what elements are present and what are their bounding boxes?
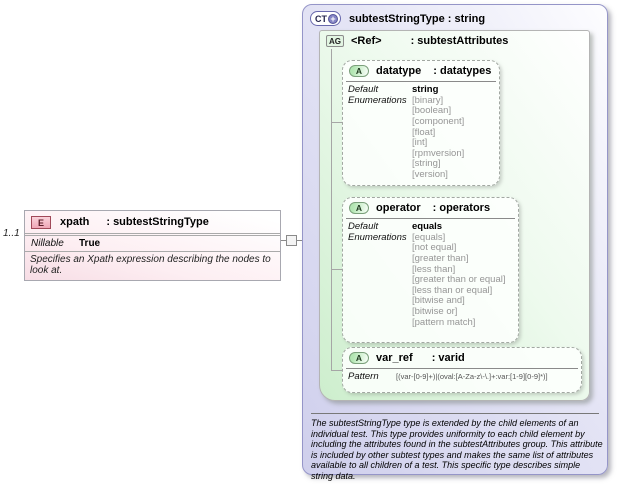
cardinality-label: 1..1 [3,228,20,239]
attribute-facets: Pattern [(var-[0-9]+)|(oval:[A-Za-z\-\.]… [343,369,581,386]
attribute-node-var-ref[interactable]: A var_ref : varid Pattern [(var-[0-9]+)|… [342,347,582,393]
complextype-header[interactable]: CT + subtestStringType : string [310,11,485,26]
attribute-type: : operators [432,202,491,214]
expand-plus-icon[interactable]: + [328,13,338,24]
tree-connector-vertical [331,49,332,370]
tree-connector-stub [331,122,342,123]
attribute-type: : varid [431,352,465,364]
attribute-group-name: <Ref> [351,35,382,47]
attribute-badge: A [349,202,369,214]
attribute-group-panel: AG <Ref> : subtestAttributes A datatype … [319,30,590,401]
complextype-title: subtestStringType : string [349,12,486,25]
element-badge: E [31,215,51,229]
nillable-row: Nillable True [25,236,280,251]
element-type: : subtestStringType [106,216,209,228]
enumerations-list: [equals][not equal][greater than][less t… [412,231,506,328]
attribute-group-badge: AG [326,35,344,47]
nillable-value: True [79,238,101,249]
attribute-group-type: : subtestAttributes [410,35,509,47]
tree-connector-stub [331,269,342,270]
divider [25,233,280,236]
element-header[interactable]: E xpath : subtestStringType [25,211,280,233]
default-value: string [412,84,439,95]
enumerations-label: Enumerations [348,231,407,243]
enumerations-list: [binary][boolean][component][float][int]… [412,94,465,180]
default-value: equals [412,221,443,232]
attribute-node-operator[interactable]: A operator : operators Default equals En… [342,197,519,343]
attribute-badge: A [349,65,369,77]
attribute-facets: Default string Enumerations [binary][boo… [343,82,499,184]
attribute-header[interactable]: A var_ref : varid [343,348,581,368]
collapse-handle[interactable] [286,235,297,246]
attribute-name: var_ref [376,352,413,364]
default-label: Default [348,84,379,95]
element-name: xpath [60,216,90,228]
tree-connector-stub [331,370,342,371]
complextype-badge[interactable]: CT + [310,11,341,26]
divider [346,81,496,82]
attribute-type: : datatypes [433,65,492,77]
attribute-node-datatype[interactable]: A datatype : datatypes Default string En… [342,60,500,186]
divider [346,218,515,219]
attribute-badge: A [349,352,369,364]
complextype-badge-label: CT [315,13,327,24]
attribute-name: operator [376,202,421,214]
documentation-text: The subtestStringType type is extended b… [311,418,603,482]
pattern-value: [(var-[0-9]+)|(oval:[A-Za-z\-\.]+:var:[1… [396,372,548,381]
attribute-group-header[interactable]: AG <Ref> : subtestAttributes [320,31,589,51]
divider [25,251,280,252]
documentation-divider [311,413,599,414]
pattern-label: Pattern [348,371,379,382]
attribute-name: datatype [376,65,422,77]
default-label: Default [348,221,379,232]
complextype-panel: CT + subtestStringType : string AG <Ref>… [302,4,608,481]
element-description: Specifies an Xpath expression describing… [30,254,271,276]
element-node-xpath[interactable]: E xpath : subtestStringType Nillable Tru… [24,210,281,281]
enumerations-label: Enumerations [348,94,407,106]
attribute-header[interactable]: A datatype : datatypes [343,61,499,81]
divider [346,368,578,369]
attribute-header[interactable]: A operator : operators [343,198,518,218]
attribute-facets: Default equals Enumerations [equals][not… [343,219,518,331]
nillable-label: Nillable [31,238,64,249]
